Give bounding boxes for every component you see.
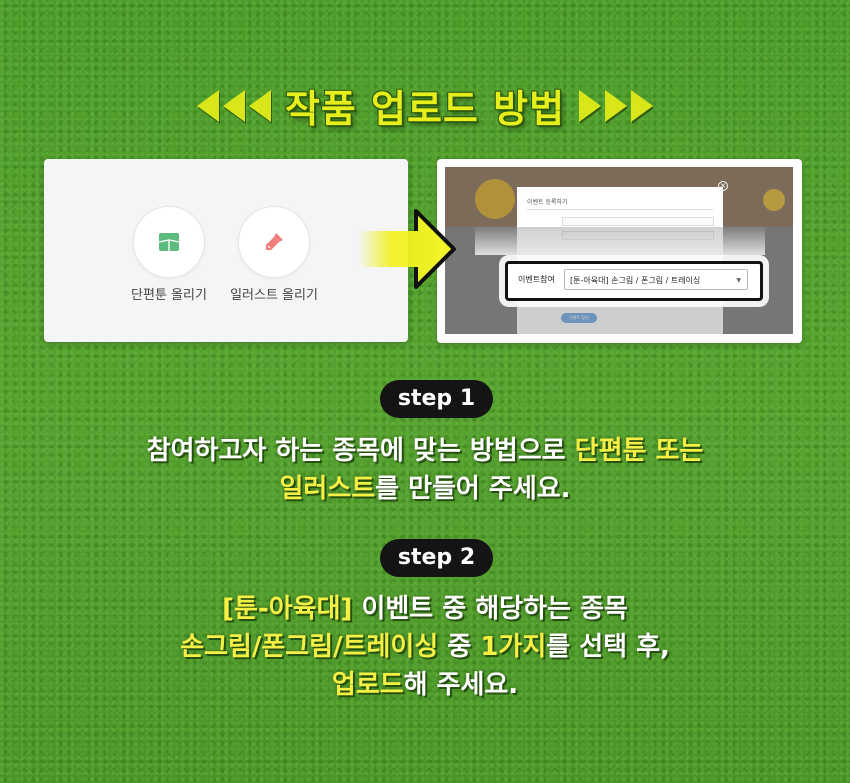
step2-text: 해 주세요.	[403, 670, 519, 700]
step2-highlight: 1가지	[480, 632, 547, 662]
step2-text: 를 선택 후,	[546, 632, 670, 662]
step1-highlight: 단편툰 또는	[574, 436, 704, 466]
event-badge-icon	[475, 179, 515, 219]
screenshot-background: 이벤트 등록하기 이벤트 참여 ×	[445, 167, 793, 334]
step1-badge: step 1	[380, 380, 493, 418]
step2-text: 중	[438, 632, 481, 662]
step2-description: [툰-아육대] 이벤트 중 해당하는 종목 손그림/폰그림/트레이싱 중 1가지…	[0, 590, 850, 704]
event-select-zoom: 이벤트참여 [툰-아육대] 손그림 / 폰그림 / 트레이싱 ▼	[505, 261, 763, 301]
pointer-arrow-icon	[358, 209, 456, 289]
step1-text: 를 만들어 주세요.	[375, 474, 571, 504]
step2-badge: step 2	[380, 539, 493, 577]
step2-highlight: [툰-아육대]	[222, 594, 353, 624]
toon-icon	[158, 233, 180, 251]
page-title: 작품 업로드 방법	[284, 87, 566, 131]
illust-upload-button[interactable]: 일러스트 올리기	[219, 206, 329, 303]
chevron-down-icon: ▼	[736, 277, 741, 284]
upload-options-panel: 단편툰 올리기 일러스트 올리기	[44, 159, 408, 342]
title-row: 작품 업로드 방법	[0, 78, 850, 133]
step1-description: 참여하고자 하는 종목에 맞는 방법으로 단편툰 또는 일러스트를 만들어 주세…	[0, 432, 850, 508]
brush-icon	[266, 233, 283, 250]
close-icon[interactable]: ×	[718, 181, 728, 191]
step2-highlight: 손그림/폰그림/트레이싱	[180, 632, 439, 662]
toon-upload-button[interactable]: 단편툰 올리기	[114, 206, 224, 303]
left-triangles-icon	[196, 89, 271, 122]
event-badge-icon	[763, 189, 785, 211]
step2-text: 이벤트 중 해당하는 종목	[352, 594, 628, 624]
event-category-value: [툰-아육대] 손그림 / 폰그림 / 트레이싱	[570, 276, 701, 285]
event-register-screenshot: 이벤트 등록하기 이벤트 참여 × 이벤트참여 [툰-아육대] 손그림 / 폰그…	[437, 159, 802, 343]
illust-upload-label: 일러스트 올리기	[230, 288, 318, 303]
modal-title: 이벤트 등록하기	[527, 199, 568, 206]
event-register-modal: 이벤트 등록하기 이벤트 참여	[517, 187, 723, 334]
toon-upload-label: 단편툰 올리기	[131, 288, 207, 303]
event-category-select[interactable]: [툰-아육대] 손그림 / 폰그림 / 트레이싱 ▼	[564, 269, 748, 290]
step1-text: 참여하고자 하는 종목에 맞는 방법으로	[146, 436, 575, 466]
right-triangles-icon	[579, 89, 654, 122]
step2-highlight: 업로드	[331, 670, 404, 700]
step1-highlight: 일러스트	[279, 474, 376, 504]
event-field-label: 이벤트참여	[518, 275, 555, 284]
join-event-button[interactable]: 이벤트 참여	[561, 313, 597, 323]
